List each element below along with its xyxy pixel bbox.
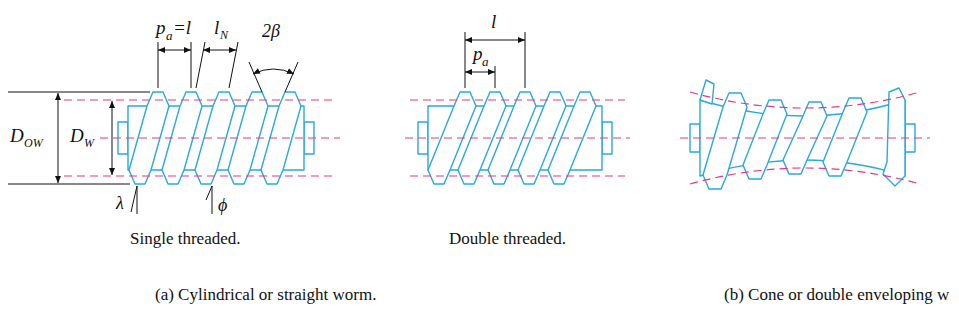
subscript: W bbox=[84, 137, 94, 149]
pitch-lines bbox=[680, 92, 930, 184]
figure-caption: Single threaded. bbox=[130, 230, 240, 247]
pitch-lines bbox=[64, 100, 340, 176]
subscript: a bbox=[482, 55, 489, 68]
pitch-lines bbox=[405, 100, 630, 176]
dimension-symbol: p bbox=[156, 18, 166, 37]
dimension-symbol: =l bbox=[173, 18, 191, 37]
dimension-symbol: D bbox=[70, 126, 84, 145]
dimension-symbol: l bbox=[214, 18, 219, 37]
subscript: a bbox=[166, 29, 173, 42]
subscript: OW bbox=[24, 137, 43, 149]
angle-symbol: 2β bbox=[262, 22, 280, 40]
figure-caption: Double threaded. bbox=[449, 230, 566, 247]
figure-caption: (a) Cylindrical or straight worm. bbox=[155, 286, 376, 303]
subscript: N bbox=[220, 29, 228, 41]
dimension-symbol: l bbox=[491, 12, 496, 31]
figure-caption: (b) Cone or double enveloping w bbox=[724, 286, 949, 303]
angle-symbol: ϕ bbox=[218, 196, 227, 214]
dimension-symbol: p bbox=[473, 44, 483, 63]
dimension-lines bbox=[8, 42, 298, 214]
dimension-symbol: D bbox=[10, 126, 24, 145]
dimension-lines bbox=[465, 32, 525, 88]
enveloping-worm bbox=[690, 80, 915, 189]
angle-symbol: λ bbox=[116, 194, 124, 212]
